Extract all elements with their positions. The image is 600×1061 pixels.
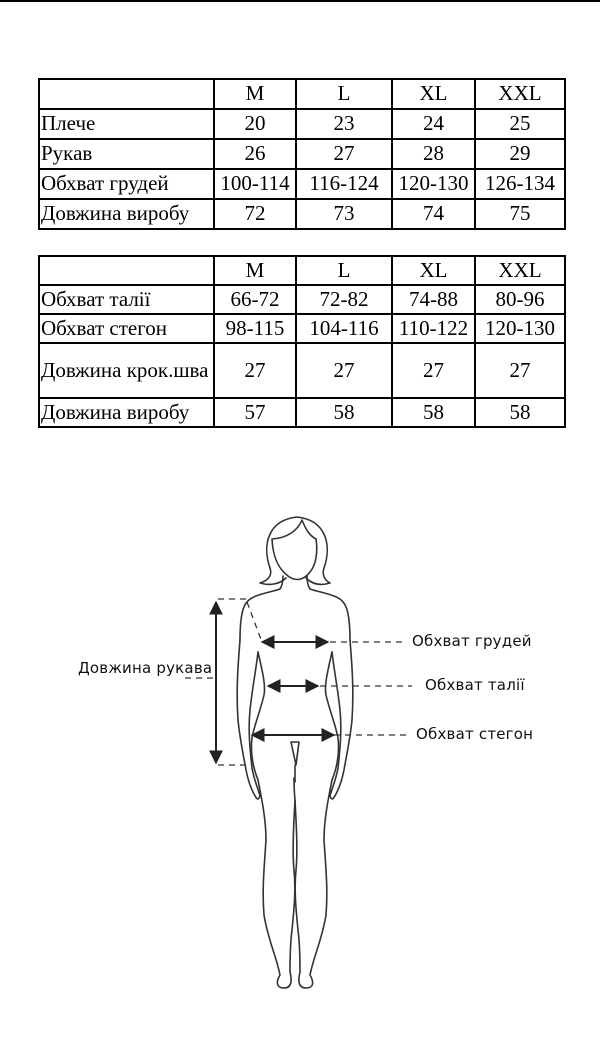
cell-value: 74-88 xyxy=(391,284,476,315)
top-border-rule xyxy=(0,0,600,2)
cell-value: 100-114 xyxy=(213,168,297,200)
cell-value: 27 xyxy=(391,342,476,399)
header-cell-empty xyxy=(38,78,215,110)
cell-value: 80-96 xyxy=(474,284,566,315)
cell-value: 73 xyxy=(295,198,393,230)
cell-value: 26 xyxy=(213,138,297,170)
row-label: Довжина крок.шва xyxy=(38,342,215,399)
top-size-table: M L XL XXL Плече 20 23 24 25 Рукав 26 27… xyxy=(38,78,566,230)
cell-value: 72-82 xyxy=(295,284,393,315)
hips-label: Обхват стегон xyxy=(416,725,534,743)
cell-value: 104-116 xyxy=(295,313,393,344)
cell-value: 74 xyxy=(391,198,476,230)
cell-value: 27 xyxy=(295,342,393,399)
cell-value: 27 xyxy=(213,342,297,399)
table-row: Обхват стегон 98-115 104-116 110-122 120… xyxy=(38,313,566,344)
header-cell-m: M xyxy=(213,78,297,110)
cell-value: 75 xyxy=(474,198,566,230)
cell-value: 57 xyxy=(213,397,297,428)
cell-value: 72 xyxy=(213,198,297,230)
cell-value: 116-124 xyxy=(295,168,393,200)
cell-value: 28 xyxy=(391,138,476,170)
table-row: Довжина виробу 72 73 74 75 xyxy=(38,198,566,230)
table-row: Обхват талії 66-72 72-82 74-88 80-96 xyxy=(38,284,566,315)
cell-value: 29 xyxy=(474,138,566,170)
cell-value: 110-122 xyxy=(391,313,476,344)
row-label: Обхват талії xyxy=(38,284,215,315)
table-row: Довжина виробу 57 58 58 58 xyxy=(38,397,566,428)
cell-value: 98-115 xyxy=(213,313,297,344)
cell-value: 126-134 xyxy=(474,168,566,200)
cell-value: 27 xyxy=(474,342,566,399)
row-label: Обхват стегон xyxy=(38,313,215,344)
row-label: Довжина виробу xyxy=(38,198,215,230)
row-label: Обхват грудей xyxy=(38,168,215,200)
cell-value: 20 xyxy=(213,108,297,140)
cell-value: 25 xyxy=(474,108,566,140)
cell-value: 23 xyxy=(295,108,393,140)
table-row: Довжина крок.шва 27 27 27 27 xyxy=(38,342,566,399)
chest-label: Обхват грудей xyxy=(412,632,532,650)
table-row: Обхват грудей 100-114 116-124 120-130 12… xyxy=(38,168,566,200)
header-cell-l: L xyxy=(295,78,393,110)
table-header-row: M L XL XXL xyxy=(38,78,566,110)
cell-value: 27 xyxy=(295,138,393,170)
row-label: Рукав xyxy=(38,138,215,170)
measurement-figure: Довжина рукава Обхват грудей Обхват талі… xyxy=(0,490,600,1010)
cell-value: 24 xyxy=(391,108,476,140)
table-row: Плече 20 23 24 25 xyxy=(38,108,566,140)
female-silhouette-icon xyxy=(185,516,412,989)
double-arrow-icon xyxy=(209,600,336,765)
cell-value: 120-130 xyxy=(474,313,566,344)
header-cell-empty xyxy=(38,255,215,286)
header-cell-xxl: XXL xyxy=(474,78,566,110)
cell-value: 120-130 xyxy=(391,168,476,200)
sleeve-length-label: Довжина рукава xyxy=(78,659,213,677)
header-cell-xl: XL xyxy=(391,78,476,110)
waist-label: Обхват талії xyxy=(425,676,525,694)
cell-value: 58 xyxy=(474,397,566,428)
row-label: Плече xyxy=(38,108,215,140)
table-row: Рукав 26 27 28 29 xyxy=(38,138,566,170)
cell-value: 58 xyxy=(295,397,393,428)
table-header-row: M L XL XXL xyxy=(38,255,566,286)
cell-value: 58 xyxy=(391,397,476,428)
cell-value: 66-72 xyxy=(213,284,297,315)
header-cell-l: L xyxy=(295,255,393,286)
row-label: Довжина виробу xyxy=(38,397,215,428)
header-cell-m: M xyxy=(213,255,297,286)
bottom-size-table: M L XL XXL Обхват талії 66-72 72-82 74-8… xyxy=(38,255,566,428)
header-cell-xl: XL xyxy=(391,255,476,286)
header-cell-xxl: XXL xyxy=(474,255,566,286)
